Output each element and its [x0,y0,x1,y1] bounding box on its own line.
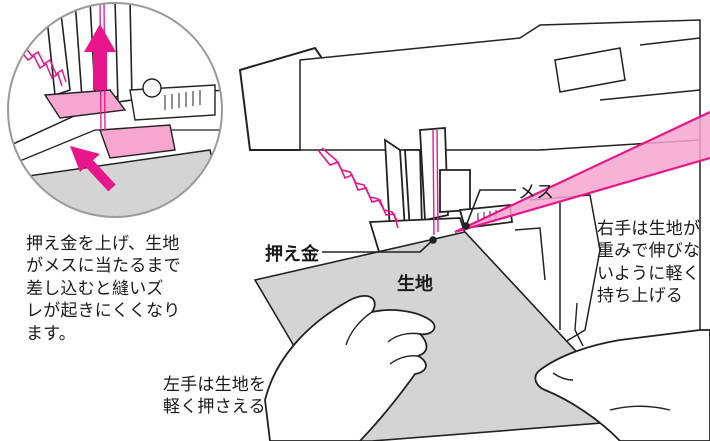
thread-lines [432,129,439,236]
inset-caption: 押え金を上げ、生地 がメスに当たるまで 差し込むと縫いズ レが起きにくくなり ま… [26,234,181,344]
left-hand [264,295,436,441]
label-fabric: 生地 [397,274,433,295]
arrow-up-icon [84,24,116,90]
leader-lines [322,189,584,347]
label-presser-foot: 押え金 [265,244,319,265]
arrow-diagonal-icon [70,146,116,192]
light-beam [454,111,710,234]
label-knife: メス [518,182,554,203]
stitched-seam [317,147,399,229]
left-hand-note: 左手は生地を 軽く押さえる [163,375,267,418]
right-hand-note: 右手は生地が 重みで伸びな いように軽く 持ち上げる [597,219,701,307]
right-hand [534,329,710,441]
detail-inset [7,2,223,218]
